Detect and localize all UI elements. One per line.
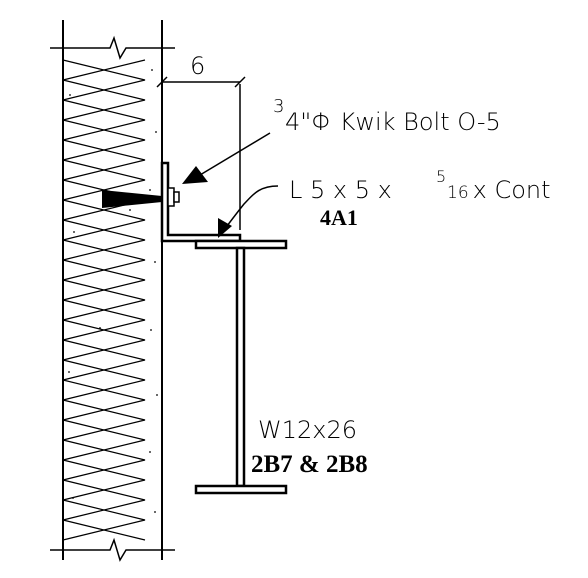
anchor-bolt (102, 187, 180, 208)
concrete-stipple (68, 69, 158, 513)
angle-label-prefix: L 5 x 5 x (289, 176, 399, 204)
angle-fraction-numerator: 5 (436, 167, 446, 186)
bolt-shank (102, 190, 162, 208)
bolt-leader (182, 132, 271, 184)
dimension-tick-left (156, 76, 168, 88)
angle-reference: 4A1 (320, 205, 358, 230)
steel-angle (160, 161, 242, 243)
dimension-tick-right (234, 76, 246, 88)
beam-reference: 2B7 & 2B8 (251, 451, 368, 478)
bolt-leader-arrowhead (182, 166, 208, 184)
bolt-nut (173, 191, 180, 203)
steel-beam (194, 239, 288, 495)
bolt-washer (167, 187, 175, 207)
beam-bottom-flange (194, 484, 288, 495)
insulation-hatch (62, 59, 146, 541)
angle-leader-arrowhead (218, 218, 232, 238)
bolt-label: 4"Φ Kwik Bolt O-5 (285, 108, 501, 136)
dimension-value: 6 (190, 52, 205, 80)
wall-section (50, 20, 175, 562)
angle-leader (218, 185, 279, 238)
beam-web (235, 246, 246, 488)
angle-fraction-denominator: 16 (447, 183, 469, 203)
bolt-fraction-numerator: 3 (273, 96, 284, 117)
break-line-top (50, 35, 175, 60)
dimension (156, 76, 246, 230)
angle-label-suffix: x Cont (465, 176, 551, 204)
beam-size-label: W12x26 (258, 416, 357, 444)
break-line-bottom (50, 537, 175, 562)
